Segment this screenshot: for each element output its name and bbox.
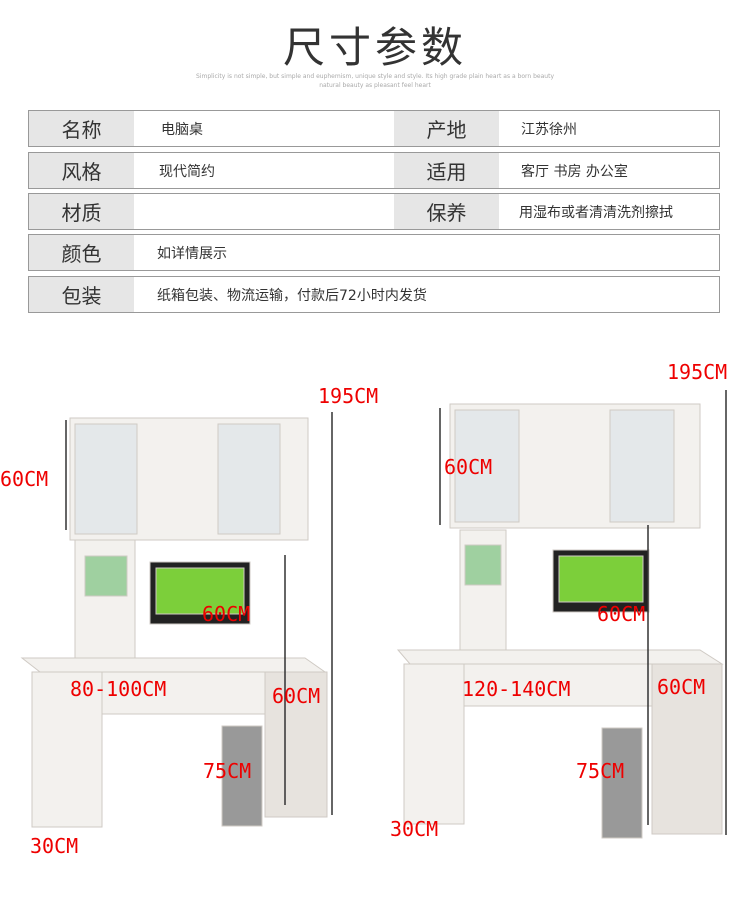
dim-depth-side-large: 60CM — [657, 675, 706, 699]
dim-top-large: 60CM — [444, 455, 493, 479]
dim-width-large: 120-140CM — [462, 677, 571, 701]
dim-depth-large: 30CM — [390, 817, 439, 841]
dim-desk-height-small: 75CM — [203, 759, 252, 783]
spec-row: 材质 保养 用湿布或者清清洗剂擦拭 — [28, 193, 720, 230]
desk-small-illustration — [20, 417, 328, 828]
dim-desk-height-large: 75CM — [576, 759, 625, 783]
spec-row: 包装 纸箱包装、物流运输，付款后72小时内发货 — [28, 276, 720, 313]
dim-width-small: 80-100CM — [70, 677, 167, 701]
page-title: 尺寸参数 — [282, 23, 467, 72]
dim-height-small: 195CM — [318, 384, 379, 408]
dim-top-small: 60CM — [0, 467, 49, 491]
subtitle: Simplicity is not simple, but simple and… — [196, 73, 554, 89]
desk-large-illustration — [396, 403, 724, 839]
spec-row: 风格 现代简约 适用 客厅 书房 办公室 — [28, 152, 720, 189]
spec-row: 颜色 如详情展示 — [28, 234, 720, 271]
dim-height-large: 195CM — [667, 360, 728, 384]
dim-depth-small: 30CM — [30, 834, 79, 858]
spec-row: 名称 电脑桌 产地 江苏徐州 — [28, 110, 720, 147]
dimension-lines — [65, 390, 727, 835]
dim-riser-large: 60CM — [597, 602, 646, 626]
dim-depth-side-small: 60CM — [272, 684, 321, 708]
dim-riser-small: 60CM — [202, 602, 251, 626]
